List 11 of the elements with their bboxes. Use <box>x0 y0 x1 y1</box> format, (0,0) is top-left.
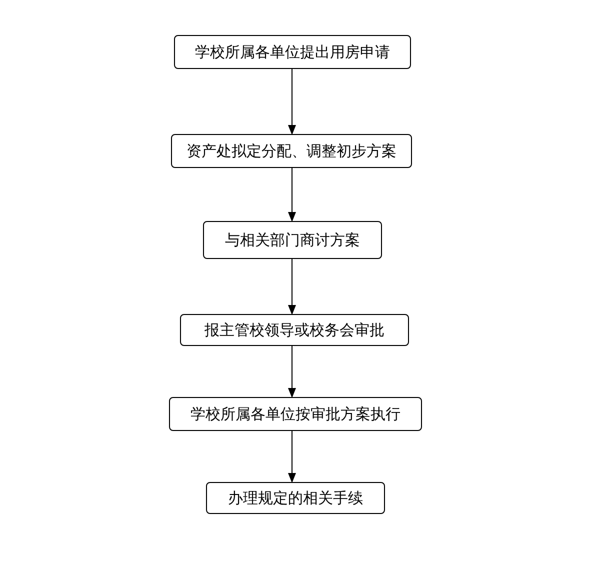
arrow <box>288 168 296 222</box>
process-box: 与相关部门商讨方案 <box>203 221 382 259</box>
process-box: 学校所属各单位提出用房申请 <box>174 35 411 69</box>
arrow <box>288 346 296 398</box>
process-box: 学校所属各单位按审批方案执行 <box>169 397 422 431</box>
arrow <box>288 430 296 483</box>
arrow <box>288 258 296 315</box>
process-box: 资产处拟定分配、调整初步方案 <box>171 134 412 168</box>
arrow <box>288 68 296 135</box>
process-box: 报主管校领导或校务会审批 <box>180 314 409 346</box>
process-box: 办理规定的相关手续 <box>206 482 385 514</box>
